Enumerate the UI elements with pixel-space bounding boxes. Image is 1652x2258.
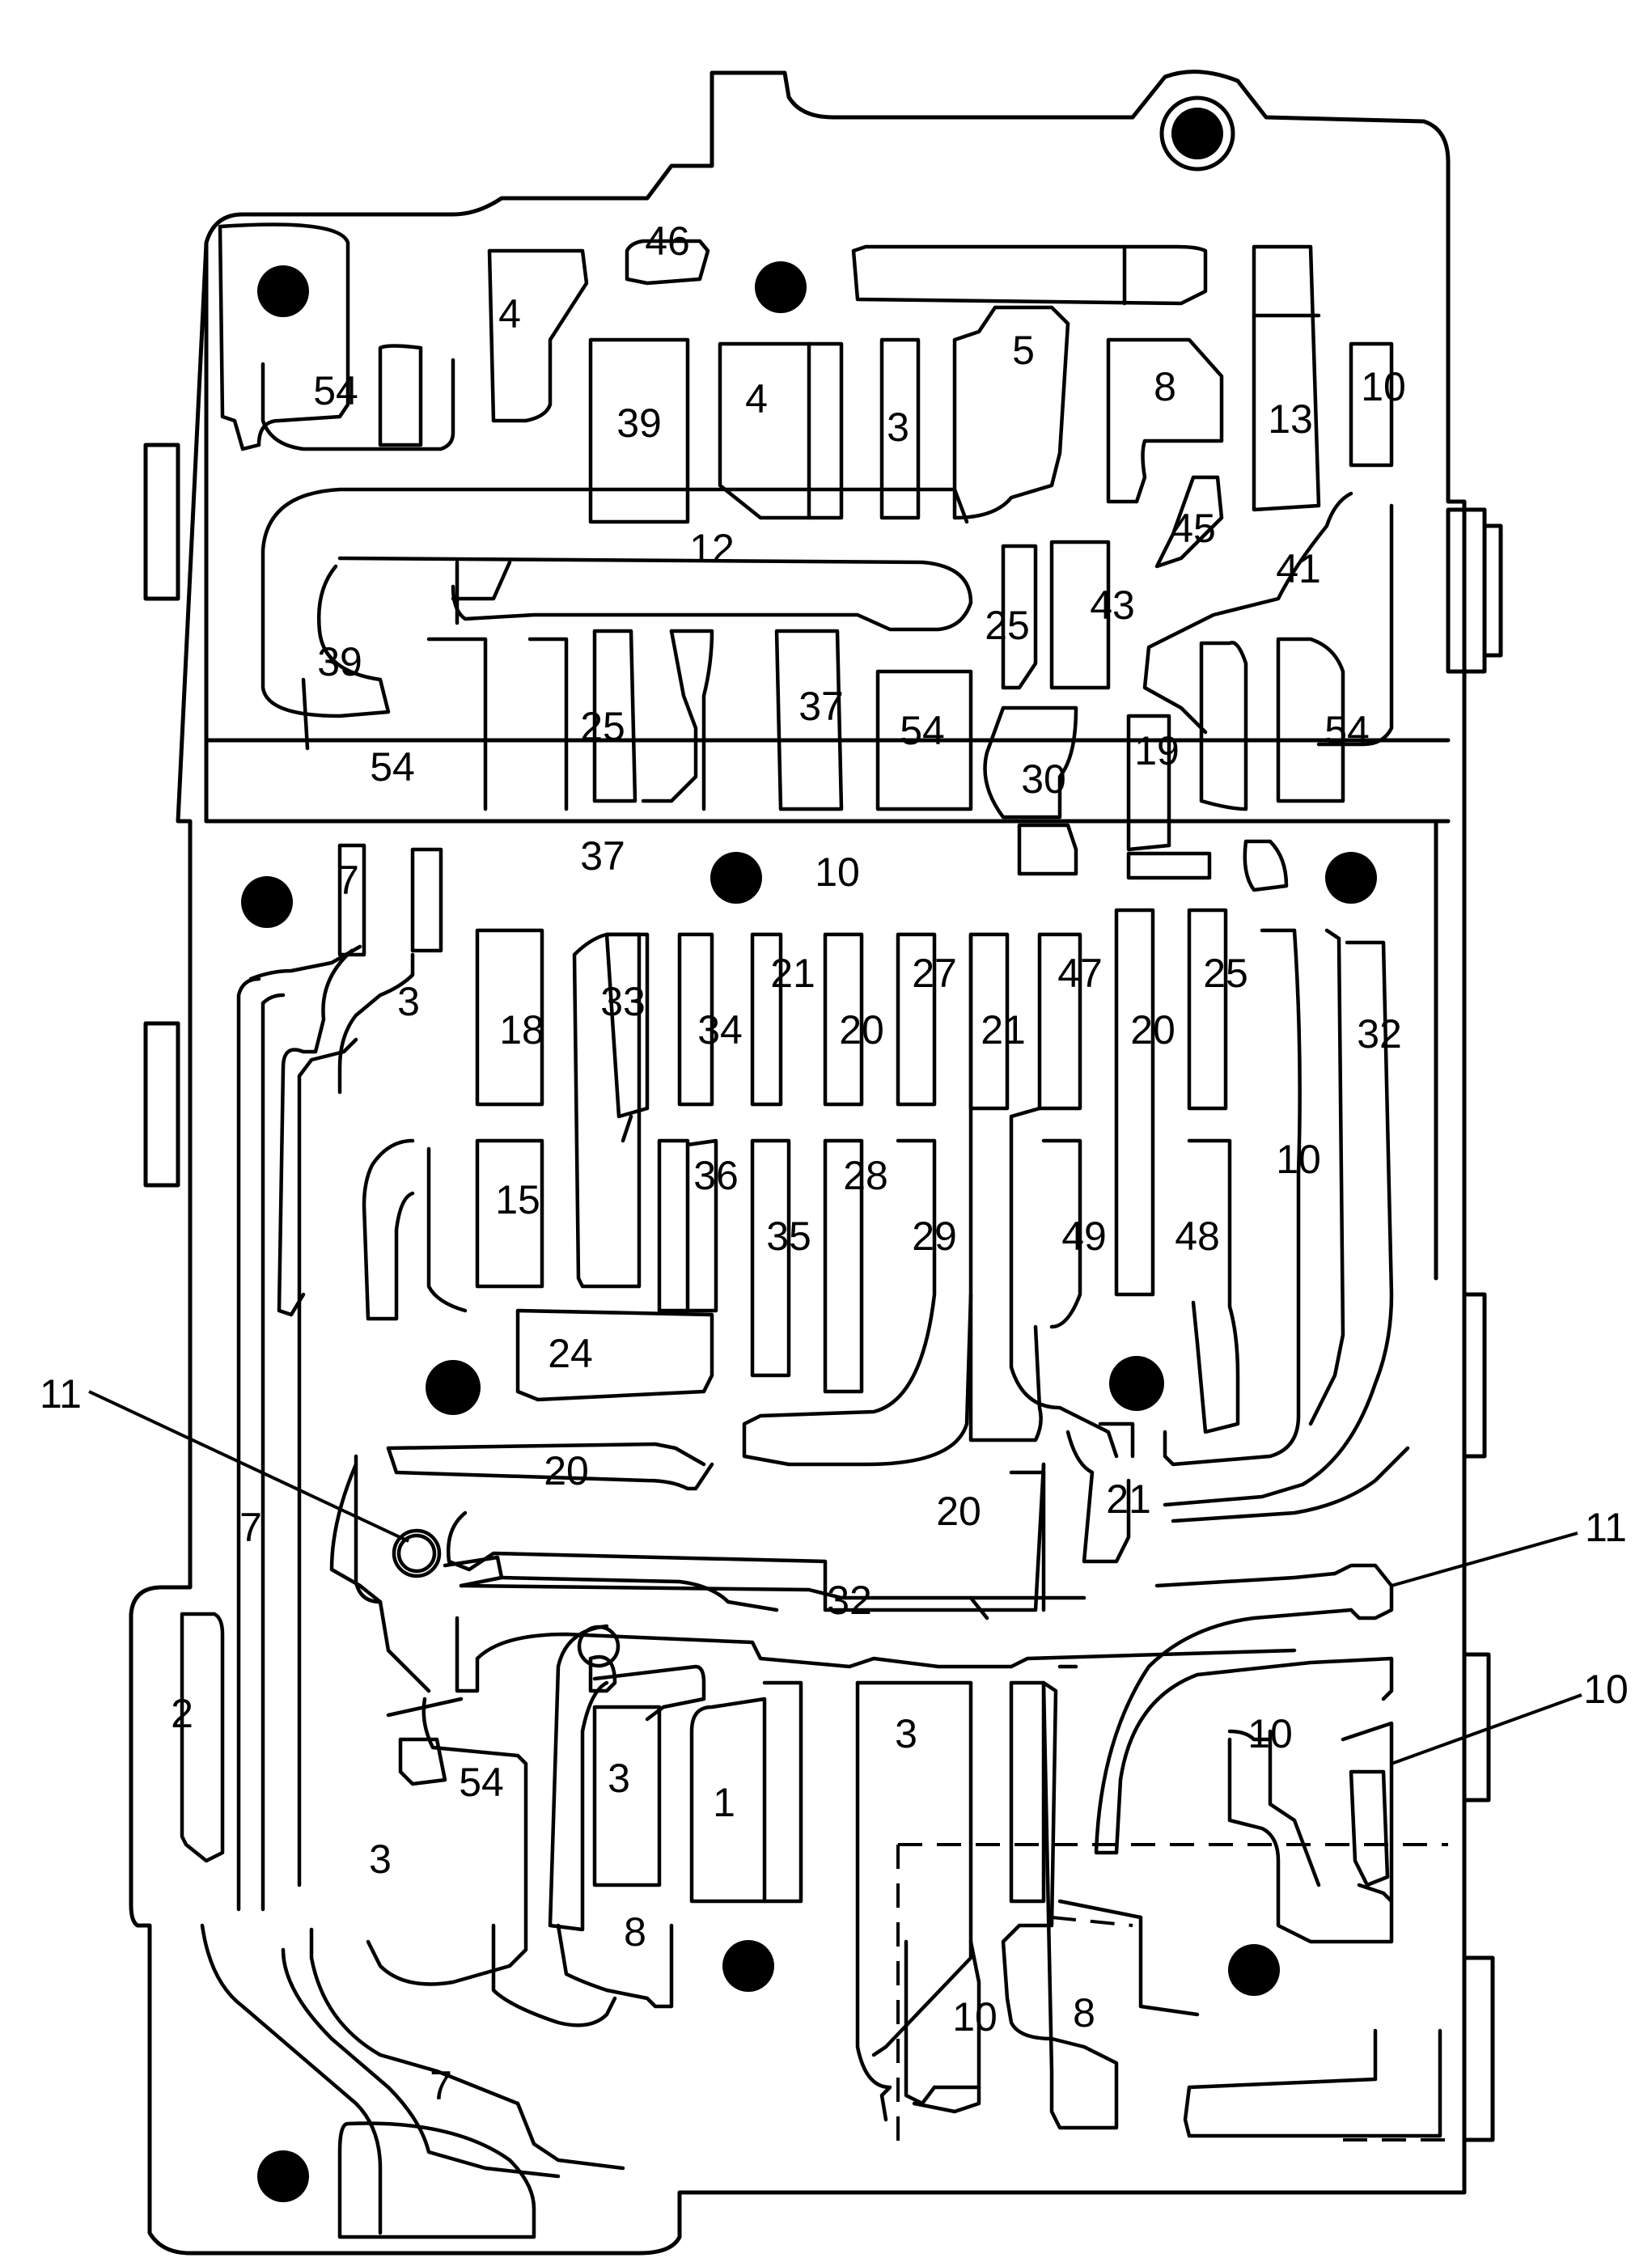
passage-label: 2 <box>171 1691 193 1736</box>
bolt-hole <box>257 2150 309 2202</box>
passage-label: 54 <box>313 368 358 413</box>
bolt-hole <box>710 852 762 904</box>
passage-label: 20 <box>839 1007 884 1053</box>
passage-label: 37 <box>580 833 625 879</box>
bolt-hole <box>1228 1944 1280 1996</box>
passage-label: 48 <box>1175 1214 1220 1259</box>
passage-label: 33 <box>600 979 646 1024</box>
passage-label: 41 <box>1276 546 1321 591</box>
passage-label: 45 <box>1171 506 1216 551</box>
passage-label: 7 <box>430 2063 452 2108</box>
passage-label: 39 <box>616 400 662 446</box>
passage-label: 39 <box>317 639 362 684</box>
passage-label: 8 <box>624 1909 646 1955</box>
bolt-hole <box>426 1360 481 1415</box>
passage-label: 13 <box>1268 396 1313 442</box>
passage-label: 3 <box>608 1756 630 1801</box>
callout-leaders <box>88 1390 1582 1765</box>
passage-label: 10 <box>952 1994 998 2040</box>
passage-label: 3 <box>887 405 909 450</box>
passage-label: 21 <box>981 1007 1026 1053</box>
passage-label: 54 <box>370 744 415 790</box>
passage-label: 25 <box>1203 951 1248 996</box>
passage-label: 20 <box>1130 1007 1175 1053</box>
passage-label: 7 <box>239 1505 262 1550</box>
passage-label: 27 <box>912 951 957 996</box>
bolt-hole <box>722 1940 774 1992</box>
passage-label: 5 <box>1012 328 1035 373</box>
passage-label: 15 <box>495 1177 540 1222</box>
passage-label: 29 <box>912 1214 957 1259</box>
passage-label: 28 <box>843 1153 888 1198</box>
bolt-hole <box>755 261 807 313</box>
fluid-passages <box>180 222 1442 2239</box>
bolt-hole <box>1109 1356 1164 1411</box>
passage-label: 54 <box>459 1760 504 1805</box>
passage-label: 3 <box>895 1711 917 1756</box>
passage-label: 43 <box>1090 583 1135 628</box>
passage-label: 34 <box>697 1007 743 1053</box>
passage-label: 36 <box>693 1153 739 1198</box>
passage-label: 35 <box>766 1214 811 1259</box>
callout-labels: 11 11 10 <box>40 1371 1629 1712</box>
passage-label: 3 <box>369 1836 392 1882</box>
passage-label: 32 <box>1357 1011 1402 1057</box>
passage-label: 21 <box>770 951 815 996</box>
passage-label: 37 <box>798 684 844 729</box>
bolt-hole <box>1171 108 1223 159</box>
passage-label: 8 <box>1154 364 1176 409</box>
passage-label: 19 <box>1134 728 1180 773</box>
passage-label: 32 <box>827 1578 872 1623</box>
passage-label: 10 <box>1361 364 1406 409</box>
passage-label: 20 <box>936 1489 981 1534</box>
valve-body-outline <box>129 70 1503 2256</box>
passage-label: 25 <box>985 603 1030 648</box>
bolt-hole <box>241 876 293 928</box>
passage-label: 7 <box>337 858 359 903</box>
passage-label: 18 <box>499 1007 544 1053</box>
passage-label: 10 <box>815 849 860 895</box>
bolt-holes <box>241 108 1377 2202</box>
passage-label: 8 <box>1073 1990 1095 2036</box>
passage-label: 54 <box>900 708 945 753</box>
passage-label: 20 <box>544 1448 589 1493</box>
bolt-hole <box>1325 852 1377 904</box>
callout-leader <box>1391 1531 1578 1587</box>
passage-label: 54 <box>1324 708 1370 753</box>
callout-11-left: 11 <box>40 1371 82 1417</box>
callout-10-right: 10 <box>1583 1667 1629 1712</box>
passage-label: 49 <box>1061 1214 1107 1259</box>
passage-label: 21 <box>1106 1476 1151 1522</box>
passage-label: 4 <box>745 376 768 422</box>
passage-label: 10 <box>1276 1137 1321 1182</box>
hidden-passage-dashes <box>896 1843 1448 2152</box>
passage-label: 4 <box>498 291 521 337</box>
passage-label: 10 <box>1247 1711 1293 1756</box>
bolt-hole <box>257 265 309 317</box>
passage-label: 25 <box>580 704 625 749</box>
passage-label: 47 <box>1057 951 1103 996</box>
callout-leader <box>1391 1693 1582 1765</box>
passage-label: 46 <box>645 218 690 264</box>
passage-label: 12 <box>689 526 735 571</box>
callout-11-right: 11 <box>1585 1505 1627 1550</box>
passage-label: 30 <box>1021 756 1066 802</box>
passage-label: 24 <box>548 1331 593 1376</box>
passage-label: 1 <box>713 1780 735 1825</box>
passage-label: 3 <box>397 979 420 1024</box>
callout-leader <box>88 1390 409 1543</box>
